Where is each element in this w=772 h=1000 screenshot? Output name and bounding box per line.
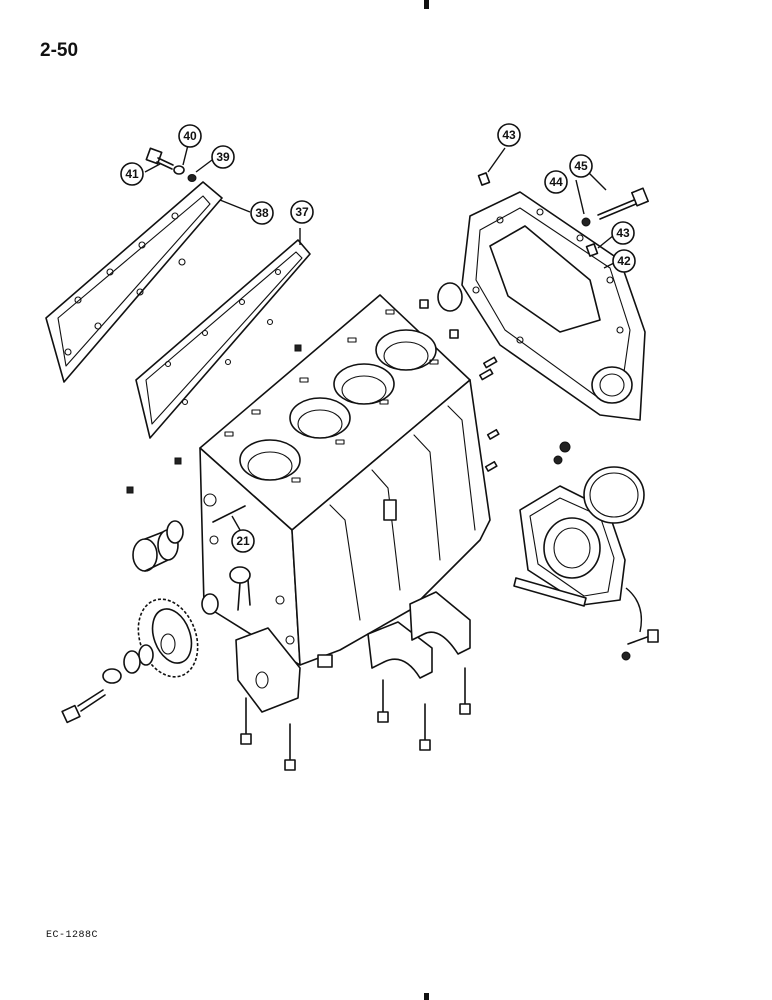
- callout-41: 41: [120, 162, 144, 186]
- rear-housing-bolt: [621, 629, 659, 661]
- svg-text:42: 42: [617, 254, 631, 268]
- timing-gear: [137, 598, 199, 678]
- callout-40: 40: [178, 124, 202, 148]
- bottom-crop-mark: [424, 993, 429, 1000]
- cover-bolt-41: [145, 147, 174, 170]
- cover-gasket-37: [135, 239, 311, 439]
- seal-washer-40: [173, 165, 185, 175]
- camshaft-bush: [132, 520, 184, 572]
- svg-text:40: 40: [183, 129, 197, 143]
- svg-text:44: 44: [549, 175, 563, 189]
- rear-oil-seal: [583, 466, 645, 524]
- main-bearing-cap-rear: [409, 591, 471, 655]
- rear-nut-top: [559, 441, 571, 453]
- page-number: 2-50: [40, 40, 79, 61]
- svg-text:43: 43: [502, 128, 516, 142]
- svg-text:43: 43: [616, 226, 630, 240]
- dowel-43-side: [585, 243, 599, 257]
- washer-44: [581, 217, 591, 227]
- callout-45: 45: [569, 154, 593, 178]
- dowel-pin-21: [212, 505, 246, 523]
- main-bearing-bolts: [240, 667, 471, 771]
- rear-seal-strip: [513, 577, 587, 607]
- svg-text:38: 38: [255, 206, 269, 220]
- rear-nut-top-2: [553, 455, 563, 465]
- timing-housing-42: [461, 191, 646, 421]
- top-crop-mark: [424, 0, 429, 9]
- figure-code: EC-1288C: [46, 930, 99, 941]
- washer-39: [187, 174, 197, 182]
- main-bearing-cap-front: [235, 627, 301, 713]
- callout-44: 44: [544, 170, 568, 194]
- bolt-45: [597, 187, 649, 220]
- camshaft-end: [201, 566, 251, 615]
- rear-bolt-direction-arrow: [625, 587, 643, 633]
- callout-37: 37: [290, 200, 314, 224]
- callout-21: 21: [231, 529, 255, 553]
- housing-plug: [437, 282, 463, 312]
- leader-lines: [144, 144, 617, 531]
- gear-bolt: [61, 689, 106, 724]
- dowel-43-top: [477, 172, 491, 186]
- callout-42: 42: [612, 249, 636, 273]
- cylinder-block: [199, 294, 491, 668]
- callout-43-side: 43: [611, 221, 635, 245]
- callout-39: 39: [211, 145, 235, 169]
- svg-text:21: 21: [236, 534, 250, 548]
- svg-text:45: 45: [574, 159, 588, 173]
- callout-43-top: 43: [497, 123, 521, 147]
- dowel-pins: [126, 299, 500, 494]
- callout-38: 38: [250, 201, 274, 225]
- svg-text:41: 41: [125, 167, 139, 181]
- svg-text:37: 37: [295, 205, 309, 219]
- svg-text:39: 39: [216, 150, 230, 164]
- gear-spacers: [102, 644, 154, 684]
- valve-cover-gasket-38: [45, 181, 223, 383]
